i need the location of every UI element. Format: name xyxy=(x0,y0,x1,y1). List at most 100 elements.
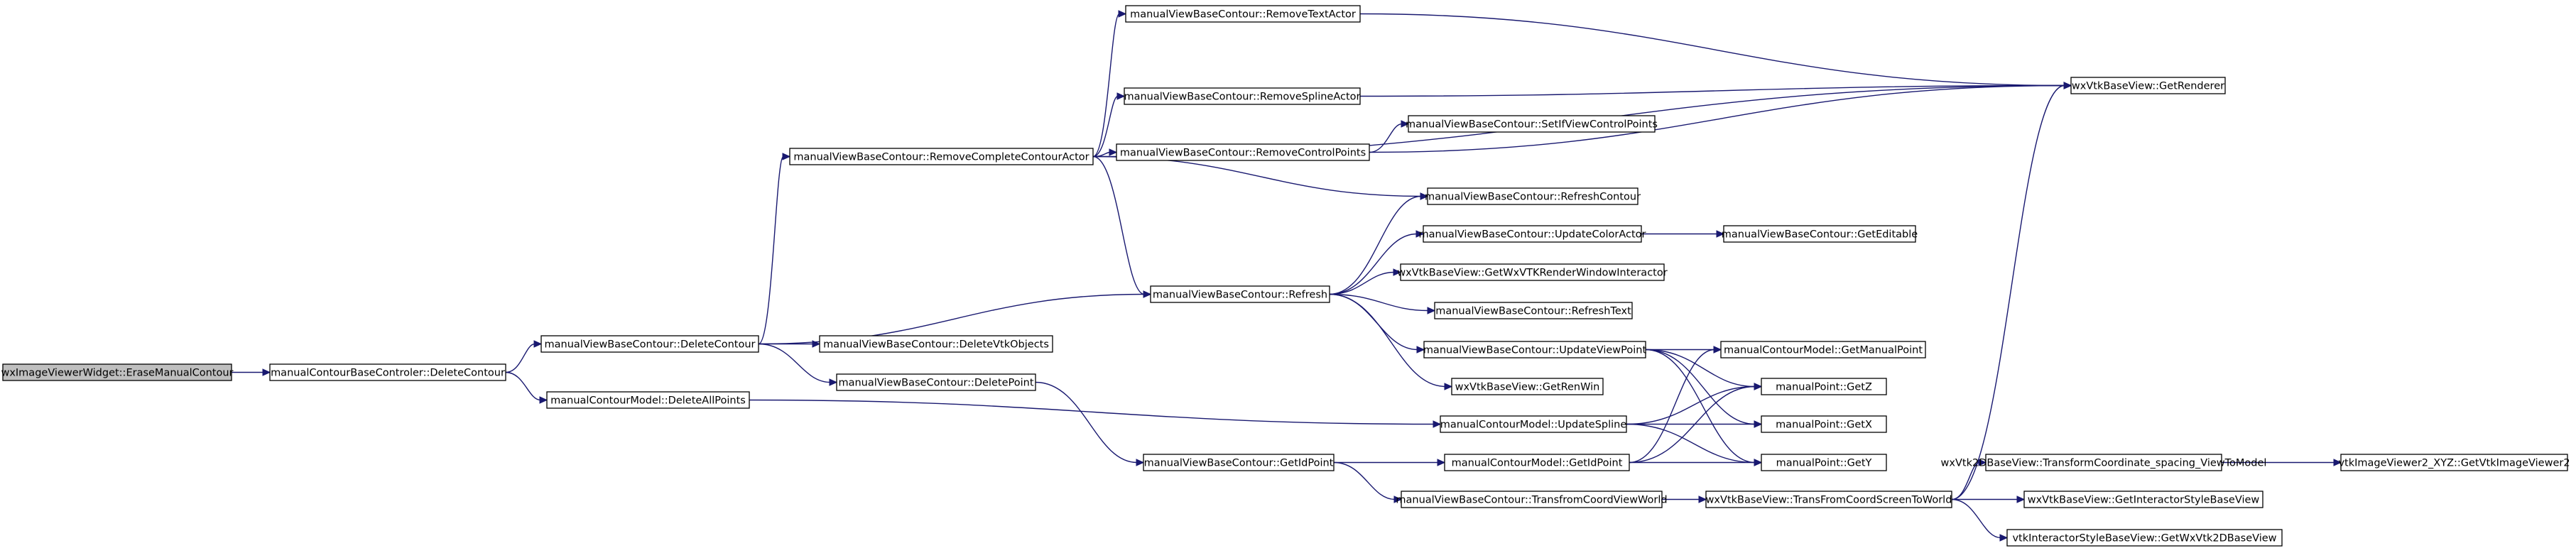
graph-node[interactable]: manualViewBaseContour::RemoveTextActor xyxy=(1125,5,1361,23)
edge-line xyxy=(505,343,536,373)
edge-line xyxy=(1329,271,1395,295)
graph-node[interactable]: manualViewBaseContour::RemoveCompleteCon… xyxy=(789,148,1094,165)
graph-edge xyxy=(505,340,543,373)
node-box xyxy=(1761,454,1887,471)
graph-edge xyxy=(1329,192,1429,295)
graph-node[interactable]: wxVtkBaseView::GetWxVTKRenderWindowInter… xyxy=(1397,263,1668,281)
graph-node[interactable]: manualViewBaseContour::RefreshContour xyxy=(1425,187,1641,205)
arrow-head-icon xyxy=(1401,120,1410,128)
node-label: wxVtkBaseView::TransFromCoordScreenToWor… xyxy=(1706,495,1952,506)
graph-node[interactable]: manualPoint::GetY xyxy=(1761,454,1887,471)
graph-edge xyxy=(1626,423,1763,466)
node-label: manualViewBaseContour::DeleteVtkObjects xyxy=(823,339,1049,351)
node-box xyxy=(2,363,232,381)
node-label: manualViewBaseContour::Refresh xyxy=(1153,290,1327,301)
graph-node[interactable]: wxImageViewerWidget::EraseManualContour xyxy=(1,363,234,381)
edge-line xyxy=(1359,84,2065,97)
graph-node[interactable]: manualViewBaseContour::DeletePoint xyxy=(836,373,1036,391)
graph-node[interactable]: manualContourModel::UpdateSpline xyxy=(1440,415,1627,433)
graph-node[interactable]: manualViewBaseContour::GetIdPoint xyxy=(1143,454,1335,471)
graph-edge xyxy=(1359,13,2072,89)
node-label: manualPoint::GetZ xyxy=(1776,382,1872,393)
graph-node[interactable]: manualViewBaseContour::GetEditable xyxy=(1722,225,1918,243)
graph-edge xyxy=(1329,293,1453,390)
graph-edge xyxy=(758,153,791,345)
graph-node[interactable]: manualViewBaseContour::SetIfViewControlP… xyxy=(1406,115,1658,133)
graph-node[interactable]: manualContourModel::GetManualPoint xyxy=(1720,341,1926,358)
node-box xyxy=(269,363,506,381)
arrow-head-icon xyxy=(1420,192,1429,200)
edge-line xyxy=(1329,233,1418,295)
arrow-head-icon xyxy=(1433,420,1442,428)
graph-edge xyxy=(1092,155,1429,200)
arrow-head-icon xyxy=(1437,459,1446,466)
graph-node[interactable]: manualContourModel::DeleteAllPoints xyxy=(546,391,750,409)
node-box xyxy=(1400,263,1665,281)
arrow-head-icon xyxy=(1116,92,1126,100)
node-box xyxy=(1124,87,1361,105)
edge-line xyxy=(1626,385,1756,425)
edge-line xyxy=(1629,349,1715,464)
arrow-head-icon xyxy=(1999,534,2009,542)
graph-node[interactable]: manualPoint::GetZ xyxy=(1761,378,1887,395)
graph-node[interactable]: manualViewBaseContour::TransfromCoordVie… xyxy=(1396,491,1668,508)
graph-node[interactable]: manualContourBaseControler::DeleteContou… xyxy=(269,363,506,381)
graph-edge xyxy=(1629,383,1763,464)
edge-line xyxy=(1626,423,1756,464)
graph-node[interactable]: vtkImageViewer2_XYZ::GetVtkImageViewer2 xyxy=(2338,454,2570,471)
graph-node[interactable]: wxVtk2DBaseView::TransformCoordinate_spa… xyxy=(1941,454,2267,471)
node-label: manualContourModel::GetManualPoint xyxy=(1724,345,1923,356)
node-box xyxy=(540,335,759,353)
node-label: manualViewBaseContour::RemoveCompleteCon… xyxy=(793,152,1089,163)
graph-node[interactable]: manualViewBaseContour::DeleteContour xyxy=(540,335,759,353)
node-box xyxy=(1451,378,1604,395)
node-label: manualContourModel::GetIdPoint xyxy=(1452,458,1623,469)
node-box xyxy=(546,391,750,409)
edge-line xyxy=(1951,84,2065,500)
arrow-head-icon xyxy=(1393,495,1403,503)
graph-node[interactable]: manualViewBaseContour::RemoveSplineActor xyxy=(1124,87,1361,105)
graph-node[interactable]: manualViewBaseContour::RemoveControlPoin… xyxy=(1116,143,1370,161)
graph-edge xyxy=(758,343,838,386)
edge-line xyxy=(758,343,831,383)
arrow-head-icon xyxy=(2333,459,2342,466)
graph-edge xyxy=(1035,381,1145,466)
graph-node[interactable]: vtkInteractorStyleBaseView::GetWxVtk2DBa… xyxy=(2006,529,2283,547)
graph-edge xyxy=(1092,10,1127,158)
graph-node[interactable]: manualViewBaseContour::RefreshText xyxy=(1434,302,1633,319)
graph-edge xyxy=(1329,230,1425,295)
node-label: manualViewBaseContour::RemoveSplineActor xyxy=(1124,92,1360,103)
arrow-head-icon xyxy=(1427,307,1436,314)
arrow-head-icon xyxy=(1143,290,1152,298)
graph-node[interactable]: manualViewBaseContour::UpdateViewPoint xyxy=(1423,341,1647,358)
graph-edge xyxy=(759,340,821,348)
node-label: manualViewBaseContour::UpdateViewPoint xyxy=(1423,345,1647,356)
graph-edge xyxy=(1626,420,1763,428)
graph-node[interactable]: wxVtkBaseView::TransFromCoordScreenToWor… xyxy=(1705,491,1952,508)
graph-node[interactable]: wxVtkBaseView::GetRenderer xyxy=(2070,77,2226,94)
arrow-head-icon xyxy=(1416,346,1425,354)
node-box xyxy=(1444,454,1630,471)
edge-line xyxy=(1092,155,1422,197)
graph-node[interactable]: wxVtkBaseView::GetRenWin xyxy=(1451,378,1604,395)
graph-node[interactable]: manualViewBaseContour::DeleteVtkObjects xyxy=(819,335,1053,353)
arrow-head-icon xyxy=(2016,495,2026,503)
node-box xyxy=(1723,225,1916,243)
edge-line xyxy=(758,155,784,345)
graph-node[interactable]: manualContourModel::GetIdPoint xyxy=(1444,454,1630,471)
edge-line xyxy=(1951,498,2001,539)
graph-node[interactable]: manualPoint::GetX xyxy=(1761,415,1887,433)
node-label: wxImageViewerWidget::EraseManualContour xyxy=(1,368,233,379)
graph-edge xyxy=(1641,230,1725,238)
node-box xyxy=(1408,115,1656,133)
graph-node[interactable]: manualViewBaseContour::Refresh xyxy=(1150,285,1330,303)
graph-edge xyxy=(1951,498,2009,542)
arrow-head-icon xyxy=(1754,420,1763,428)
edge-line xyxy=(1629,385,1756,464)
node-label: vtkImageViewer2_XYZ::GetVtkImageViewer2 xyxy=(2338,458,2570,469)
edge-line xyxy=(1645,349,1756,425)
graph-node[interactable]: manualViewBaseContour::UpdateColorActor xyxy=(1419,225,1646,243)
graph-node[interactable]: wxVtkBaseView::GetInteractorStyleBaseVie… xyxy=(2023,491,2263,508)
arrow-head-icon xyxy=(2063,82,2072,89)
